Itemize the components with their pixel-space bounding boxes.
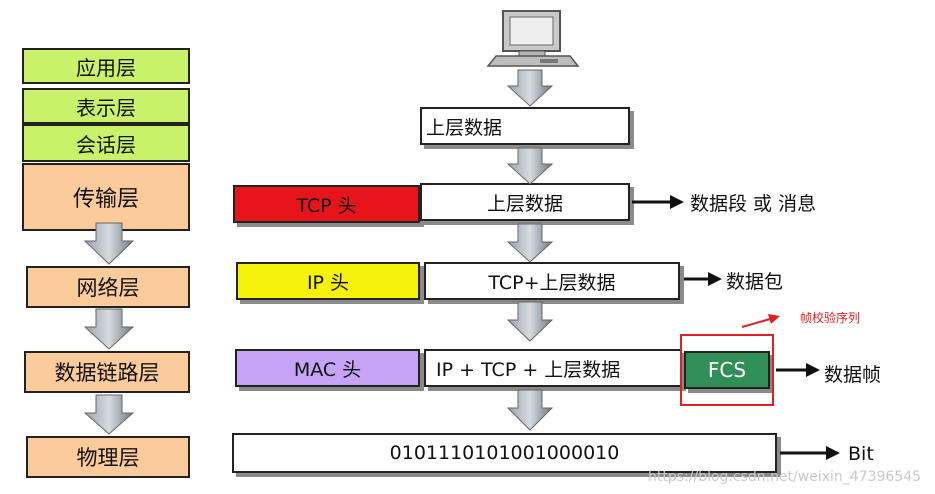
mac-header-box: MAC 头 xyxy=(235,349,420,387)
down-arrow-icon xyxy=(506,69,554,107)
annotation-arrow-icon xyxy=(741,314,780,328)
mac-payload-box: IP + TCP + 上层数据 xyxy=(424,349,682,387)
layer-session: 会话层 xyxy=(22,124,190,162)
layer-physical: 物理层 xyxy=(26,436,190,478)
layer-datalink: 数据链路层 xyxy=(24,351,190,393)
layer-network: 网络层 xyxy=(26,266,190,308)
segment-label: 数据段 或 消息 xyxy=(690,193,817,215)
layer-application: 应用层 xyxy=(22,48,190,84)
layer-presentation: 表示层 xyxy=(22,88,190,124)
right-arrow-icon xyxy=(632,195,684,209)
fcs-box: FCS xyxy=(684,351,770,389)
fcs-annotation: 帧校验序列 xyxy=(800,311,861,325)
down-arrow-icon xyxy=(506,223,554,263)
frame-label: 数据帧 xyxy=(824,364,882,386)
right-arrow-icon xyxy=(776,363,820,377)
watermark: https://blog.csdn.net/weixin_47396545 xyxy=(648,469,922,485)
bit-label: Bit xyxy=(848,443,874,465)
down-arrow-icon xyxy=(506,389,554,431)
right-arrow-icon xyxy=(684,272,722,286)
ip-payload-box: TCP+上层数据 xyxy=(424,262,680,300)
computer-icon xyxy=(486,10,580,67)
ip-header-box: IP 头 xyxy=(236,262,420,300)
top-data-box: 上层数据 xyxy=(420,107,630,145)
packet-label: 数据包 xyxy=(726,271,784,293)
bits-box: 0101110101001000010 xyxy=(232,433,777,473)
down-arrow-icon xyxy=(506,301,554,342)
down-arrow-icon xyxy=(506,147,554,185)
down-arrow-icon xyxy=(83,394,135,435)
tcp-payload-box: 上层数据 xyxy=(420,183,630,221)
tcp-header-box: TCP 头 xyxy=(233,185,420,223)
right-arrow-icon xyxy=(780,446,840,460)
layer-transport: 传输层 xyxy=(22,163,190,231)
down-arrow-icon xyxy=(83,308,135,350)
